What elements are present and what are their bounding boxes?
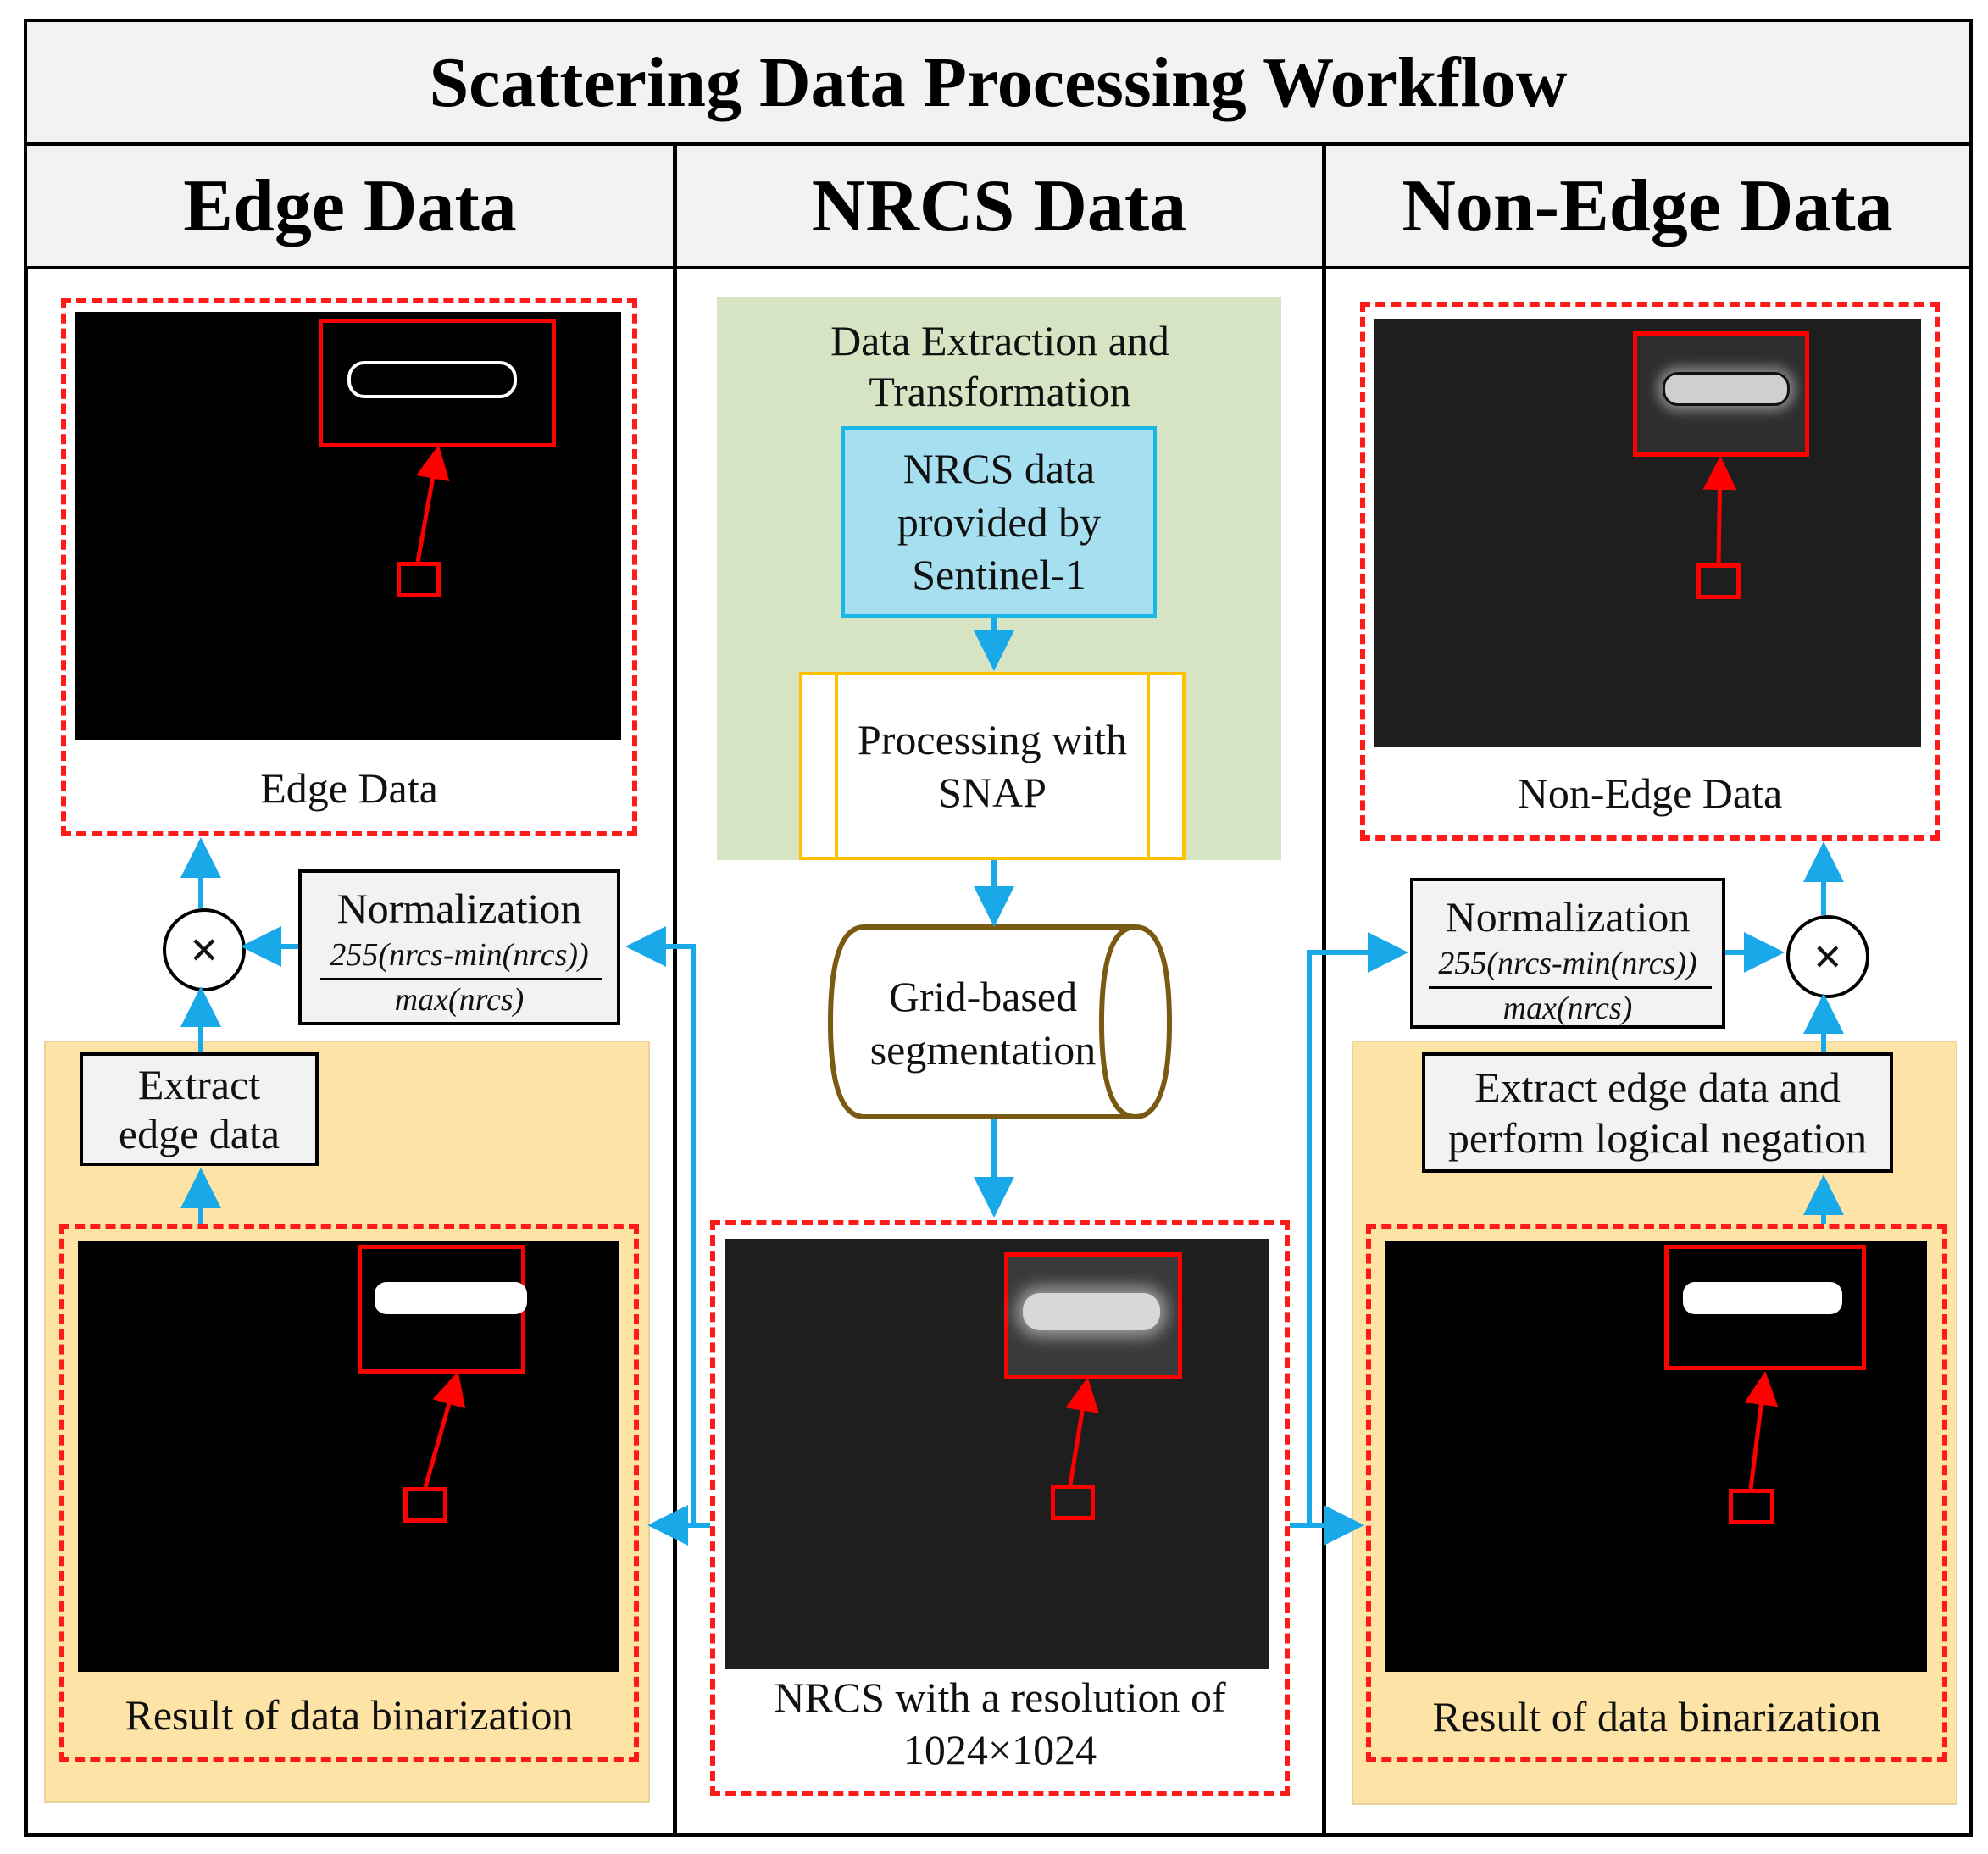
non-edge-data-panel — [1360, 302, 1940, 841]
nrcs-ship-glow — [1023, 1293, 1160, 1330]
edge-ship-outline — [347, 361, 517, 398]
right-normalization-title: Normalization — [1445, 893, 1691, 941]
grid-segmentation-text-wrap: Grid-based segmentation — [847, 941, 1119, 1106]
edge-data-image — [75, 312, 621, 740]
nrcs-zoom-pointer — [1065, 1377, 1099, 1485]
right-bin-zoom-box — [1664, 1245, 1866, 1370]
right-normalization-box: Normalization 255(nrcs-min(nrcs)) max(nr… — [1410, 878, 1725, 1029]
left-binarization-caption: Result of data binarization — [125, 1691, 574, 1739]
non-edge-data-caption: Non-Edge Data — [1517, 769, 1783, 817]
non-edge-target-box — [1696, 563, 1741, 599]
left-extract-line1: Extract — [137, 1061, 261, 1108]
nrcs-image — [725, 1239, 1269, 1669]
right-bin-ship-shape — [1683, 1282, 1842, 1314]
snap-process-box: Processing with SNAP — [799, 672, 1186, 860]
left-normalization-box: Normalization 255(nrcs-min(nrcs)) max(nr… — [298, 869, 620, 1025]
left-extract-line2: edge data — [118, 1110, 280, 1157]
right-extract-line2: perform logical negation — [1447, 1114, 1868, 1162]
right-binarization-frame — [1366, 1224, 1947, 1762]
column-header-non-edge: Non-Edge Data — [1322, 142, 1973, 269]
left-binarization-frame — [59, 1224, 639, 1762]
arrow-center-to-right-norm — [1290, 932, 1408, 1528]
edge-data-caption: Edge Data — [260, 764, 438, 812]
nrcs-source-box: NRCS data provided by Sentinel-1 — [841, 426, 1157, 618]
column-header-edge: Edge Data — [24, 142, 676, 269]
left-bin-target-box — [403, 1487, 447, 1523]
column-divider-left — [673, 142, 677, 1837]
left-fraction-line — [320, 978, 602, 980]
page-title-text: Scattering Data Processing Workflow — [429, 42, 1568, 122]
column-header-nrcs-text: NRCS Data — [811, 164, 1187, 247]
left-bin-ship-shape — [375, 1282, 527, 1314]
non-edge-ship-shape — [1663, 372, 1790, 406]
left-multiply-symbol: × — [189, 921, 219, 978]
right-multiply-symbol: × — [1813, 928, 1843, 985]
right-normalization-denominator: max(nrcs) — [1502, 991, 1633, 1026]
nrcs-caption-line1: NRCS with a resolution of — [774, 1674, 1226, 1721]
nrcs-image-frame — [710, 1220, 1290, 1796]
nrcs-caption-line2: 1024×1024 — [902, 1726, 1097, 1774]
grid-segmentation-text: Grid-based segmentation — [869, 973, 1097, 1074]
non-edge-zoom-pointer — [1702, 456, 1737, 564]
edge-data-panel — [61, 298, 637, 836]
data-extraction-label: Data Extraction and Transformation — [830, 317, 1169, 415]
column-header-edge-text: Edge Data — [183, 164, 517, 247]
edge-target-box — [397, 562, 441, 597]
right-multiply-operator: × — [1786, 915, 1869, 998]
right-bin-target-box — [1729, 1489, 1774, 1524]
right-normalization-numerator: 255(nrcs-min(nrcs)) — [1438, 946, 1697, 981]
non-edge-data-image — [1374, 319, 1921, 747]
column-divider-right — [1322, 142, 1326, 1837]
nrcs-source-text: NRCS data provided by Sentinel-1 — [897, 445, 1102, 599]
right-binarization-image — [1385, 1241, 1927, 1672]
column-header-non-edge-text: Non-Edge Data — [1402, 164, 1893, 247]
column-header-nrcs: NRCS Data — [673, 142, 1325, 269]
right-binarization-caption: Result of data binarization — [1432, 1693, 1881, 1740]
left-normalization-denominator: max(nrcs) — [394, 982, 525, 1018]
arrow-center-to-left-norm — [625, 926, 710, 1528]
left-multiply-operator: × — [163, 908, 246, 991]
right-bin-zoom-pointer — [1744, 1371, 1779, 1490]
left-bin-zoom-pointer — [423, 1371, 466, 1488]
snap-process-text: Processing with SNAP — [857, 715, 1128, 817]
left-normalization-title: Normalization — [336, 885, 582, 932]
snap-left-bar — [835, 672, 838, 860]
left-extract-box: Extract edge data — [80, 1052, 319, 1166]
nrcs-target-box — [1051, 1485, 1095, 1520]
snap-right-bar — [1147, 672, 1150, 860]
right-extract-line1: Extract edge data and — [1474, 1063, 1841, 1111]
right-extract-box: Extract edge data and perform logical ne… — [1422, 1052, 1893, 1173]
right-fraction-line — [1429, 986, 1712, 989]
left-normalization-numerator: 255(nrcs-min(nrcs)) — [330, 937, 589, 973]
edge-zoom-pointer — [415, 445, 450, 563]
